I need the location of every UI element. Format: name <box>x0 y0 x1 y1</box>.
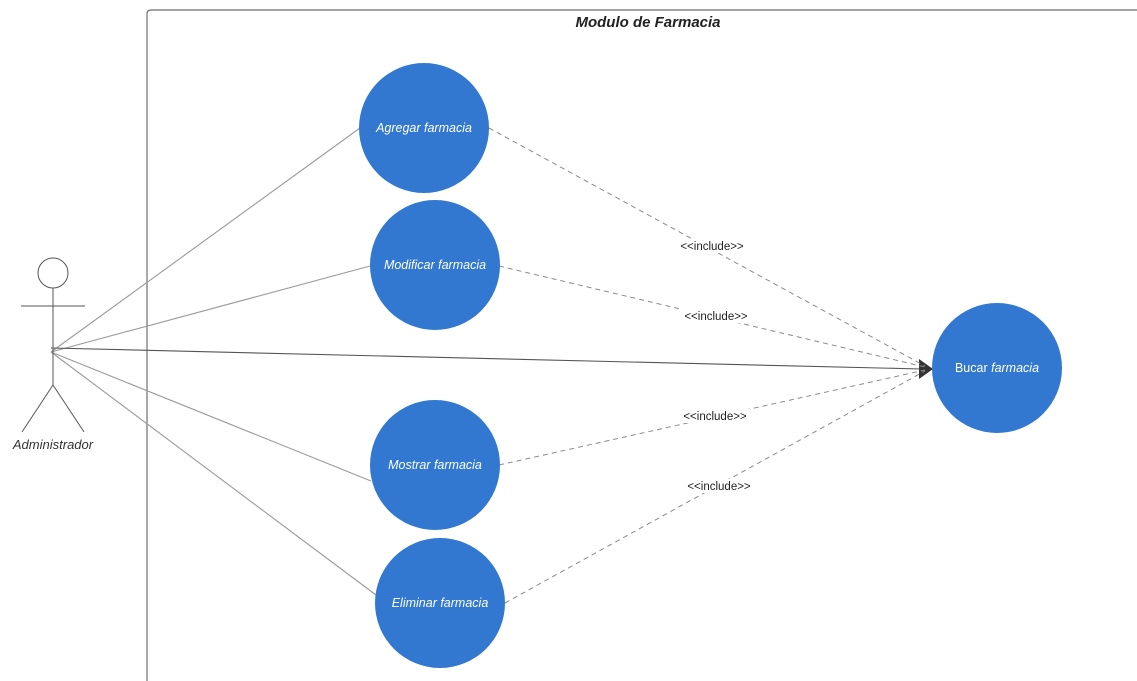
association-buscar <box>50 347 922 370</box>
use-case-eliminar[interactable]: Eliminar farmacia <box>375 538 505 668</box>
svg-text:Mostrar farmacia: Mostrar farmacia <box>388 458 482 472</box>
actor-right-leg <box>52 384 85 433</box>
association-agregar <box>50 127 361 353</box>
system-title: Modulo de Farmacia <box>575 14 720 31</box>
association-arrowhead <box>919 359 933 379</box>
use-case-label-italic: Modificar farmacia <box>384 258 486 272</box>
system-boundary <box>146 9 1137 681</box>
use-case-label-italic: farmacia <box>991 361 1039 375</box>
use-case-label-italic: Mostrar farmacia <box>388 458 482 472</box>
use-case-label-plain: Bucar <box>955 361 991 375</box>
association-mostrar <box>50 351 372 482</box>
include-label-mostrar: <<include>> <box>683 411 747 423</box>
svg-text:Modificar farmacia: Modificar farmacia <box>384 258 486 272</box>
svg-text:Eliminar farmacia: Eliminar farmacia <box>392 596 489 610</box>
association-eliminar <box>50 351 377 596</box>
include-label-eliminar: <<include>> <box>687 481 751 493</box>
include-lines <box>488 127 926 604</box>
actor-head <box>37 257 69 289</box>
include-label-modificar: <<include>> <box>684 311 748 323</box>
use-case-modificar[interactable]: Modificar farmacia <box>370 200 500 330</box>
svg-text:Bucar farmacia: Bucar farmacia <box>955 361 1039 375</box>
include-label-agregar: <<include>> <box>680 241 744 253</box>
use-case-buscar[interactable]: Bucar farmacia <box>932 303 1062 433</box>
actor-figure[interactable] <box>21 257 85 433</box>
include-line-agregar <box>488 127 926 367</box>
use-case-mostrar[interactable]: Mostrar farmacia <box>370 400 500 530</box>
include-labels: <<include>> <<include>> <<include>> <<in… <box>672 239 759 493</box>
actor-left-leg <box>21 384 54 433</box>
actor-name: Administrador <box>12 437 94 452</box>
use-case-label-italic: Agregar farmacia <box>375 121 472 135</box>
include-line-eliminar <box>504 370 926 604</box>
association-modificar <box>50 265 371 353</box>
svg-text:Agregar farmacia: Agregar farmacia <box>375 121 472 135</box>
association-lines <box>50 127 922 596</box>
use-case-label-italic: Eliminar farmacia <box>392 596 489 610</box>
use-case-agregar[interactable]: Agregar farmacia <box>359 63 489 193</box>
